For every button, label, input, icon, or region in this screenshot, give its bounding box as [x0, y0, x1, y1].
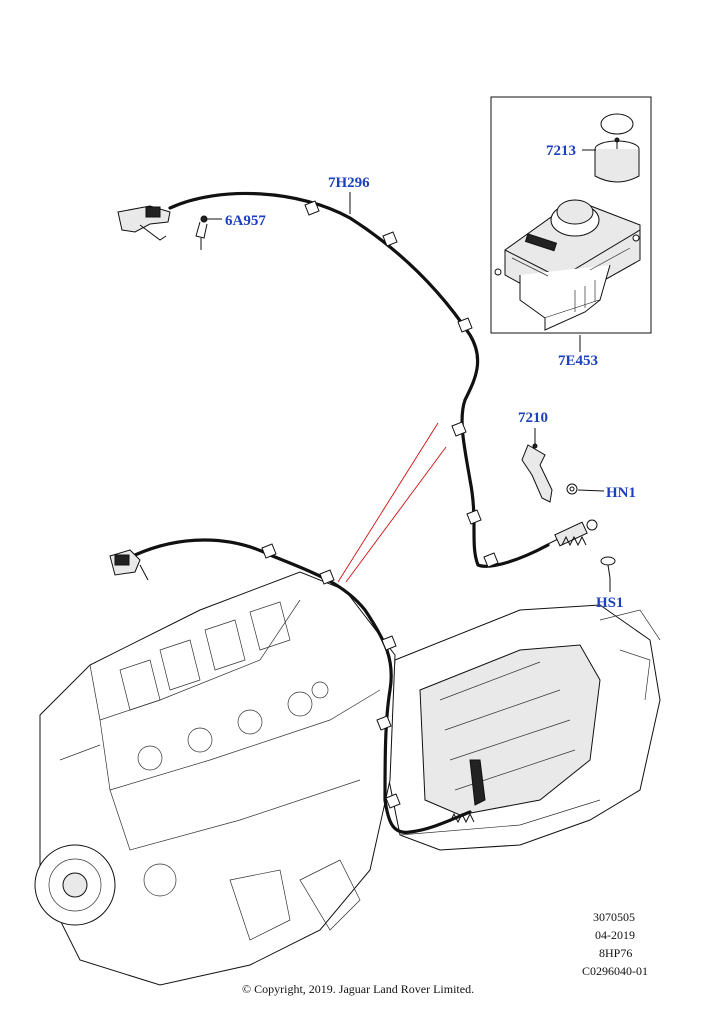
nut-HN1-part [566, 483, 605, 495]
copyright-text: © Copyright, 2019. Jaguar Land Rover Lim… [242, 982, 474, 996]
callout-7210: 7210 [518, 410, 548, 426]
selector-inset [490, 96, 652, 352]
red-leader-2 [345, 446, 447, 583]
engine-transmission [34, 571, 661, 986]
ref-code: C0296040-01 [582, 964, 648, 978]
ref-model: 8HP76 [599, 946, 632, 960]
screw-HS1-part [600, 556, 616, 592]
bracket-7210-part [521, 428, 553, 503]
callout-7213: 7213 [546, 143, 576, 159]
red-leader-1 [337, 422, 439, 583]
callout-7E453: 7E453 [558, 353, 598, 369]
clip-6A957-part [195, 215, 222, 250]
callout-6A957: 6A957 [225, 213, 266, 229]
inset-frame [490, 96, 652, 334]
ref-date: 04-2019 [595, 928, 635, 942]
selector-module-part [494, 199, 641, 331]
shift-knob-part [594, 113, 640, 183]
callout-HN1: HN1 [606, 485, 636, 501]
ref-number: 3070505 [593, 910, 635, 924]
callout-HS1: HS1 [596, 595, 624, 611]
lower-shift-cable [109, 538, 486, 834]
callout-7H296: 7H296 [328, 175, 370, 191]
upper-shift-cable [117, 191, 598, 568]
